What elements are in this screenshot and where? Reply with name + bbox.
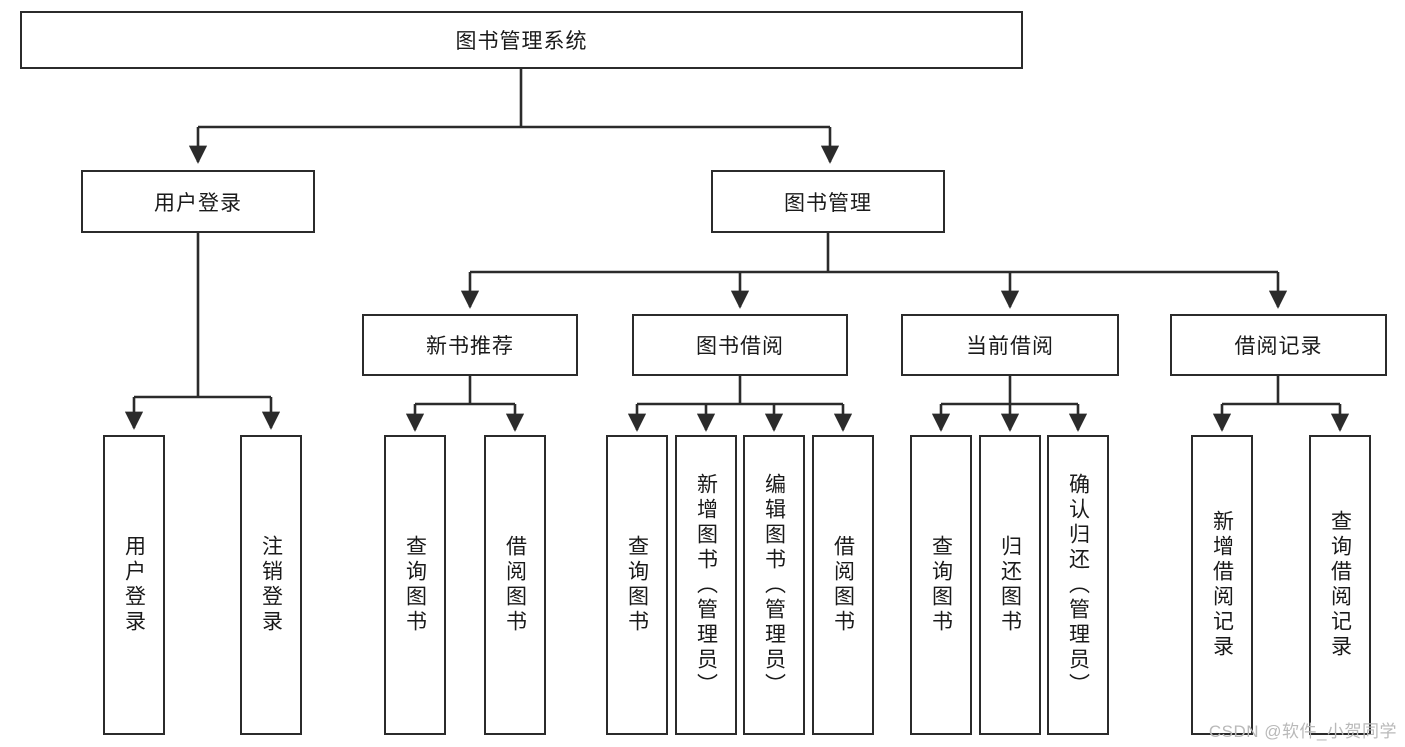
node-leaf-borrow-book-1-label: 借阅图书 (503, 535, 527, 635)
node-user-login-label: 用户登录 (154, 191, 242, 215)
node-leaf-query-record[interactable]: 查询借阅记录 (1309, 435, 1371, 735)
node-leaf-user-login-label: 用户登录 (122, 535, 146, 635)
node-leaf-query-book-3[interactable]: 查询图书 (910, 435, 972, 735)
node-leaf-query-book-2[interactable]: 查询图书 (606, 435, 668, 735)
node-book-borrow[interactable]: 图书借阅 (632, 314, 848, 376)
node-leaf-query-record-label: 查询借阅记录 (1328, 510, 1352, 660)
node-leaf-borrow-book-2[interactable]: 借阅图书 (812, 435, 874, 735)
node-borrow-record-label: 借阅记录 (1234, 335, 1323, 358)
node-leaf-add-book[interactable]: 新增图书（管理员） (675, 435, 737, 735)
node-root[interactable]: 图书管理系统 (20, 11, 1023, 69)
node-new-book-recommend[interactable]: 新书推荐 (362, 314, 578, 376)
node-leaf-add-record-label: 新增借阅记录 (1210, 510, 1234, 660)
node-leaf-edit-book-label: 编辑图书（管理员） (762, 472, 786, 698)
node-leaf-borrow-book-1[interactable]: 借阅图书 (484, 435, 546, 735)
node-leaf-borrow-book-2-label: 借阅图书 (831, 535, 855, 635)
node-leaf-confirm-return-label: 确认归还（管理员） (1066, 472, 1090, 698)
node-leaf-logout-label: 注销登录 (259, 535, 283, 635)
node-leaf-edit-book[interactable]: 编辑图书（管理员） (743, 435, 805, 735)
node-leaf-user-login[interactable]: 用户登录 (103, 435, 165, 735)
node-book-borrow-label: 图书借阅 (696, 335, 784, 358)
node-leaf-add-book-label: 新增图书（管理员） (694, 472, 718, 698)
node-current-borrow-label: 当前借阅 (966, 335, 1054, 358)
node-user-login[interactable]: 用户登录 (81, 170, 315, 233)
node-borrow-record[interactable]: 借阅记录 (1170, 314, 1387, 376)
node-new-book-recommend-label: 新书推荐 (426, 335, 514, 358)
node-leaf-query-book-1-label: 查询图书 (403, 535, 427, 635)
node-root-label: 图书管理系统 (455, 30, 588, 53)
node-leaf-query-book-1[interactable]: 查询图书 (384, 435, 446, 735)
node-leaf-query-book-3-label: 查询图书 (929, 535, 953, 635)
node-book-manage[interactable]: 图书管理 (711, 170, 945, 233)
node-book-manage-label: 图书管理 (784, 191, 872, 215)
node-current-borrow[interactable]: 当前借阅 (901, 314, 1119, 376)
node-leaf-query-book-2-label: 查询图书 (625, 535, 649, 635)
node-leaf-confirm-return[interactable]: 确认归还（管理员） (1047, 435, 1109, 735)
watermark-text: CSDN @软件_小贺同学 (1208, 722, 1397, 741)
node-leaf-return-book[interactable]: 归还图书 (979, 435, 1041, 735)
node-leaf-add-record[interactable]: 新增借阅记录 (1191, 435, 1253, 735)
node-leaf-return-book-label: 归还图书 (998, 535, 1022, 635)
node-leaf-logout[interactable]: 注销登录 (240, 435, 302, 735)
